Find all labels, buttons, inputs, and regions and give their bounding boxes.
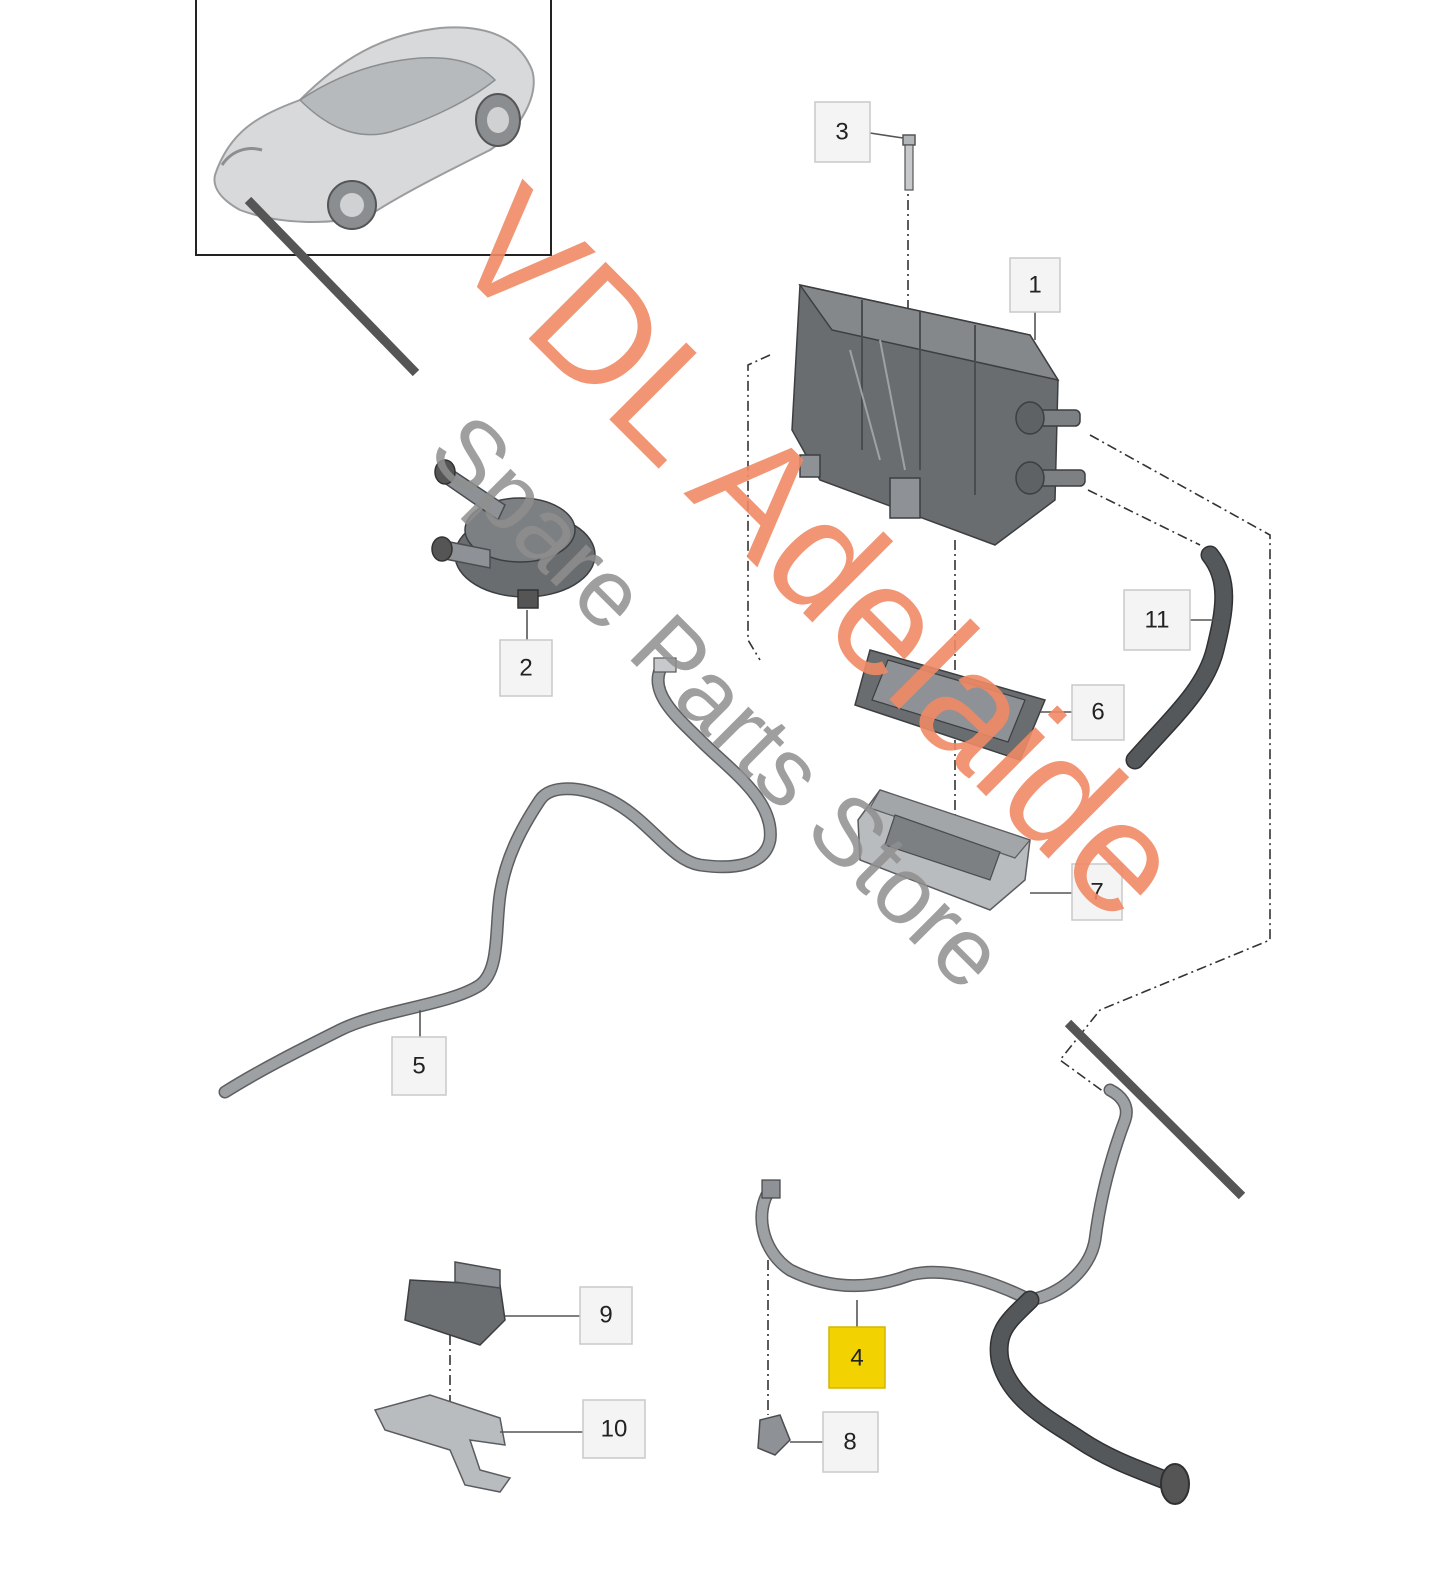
car-thumbnail-icon bbox=[213, 26, 535, 230]
callout-label: 9 bbox=[599, 1302, 612, 1329]
part-5-pipe[interactable] bbox=[218, 657, 777, 1099]
watermark-strike-bottom bbox=[1064, 1019, 1246, 1200]
watermark-strike-top bbox=[244, 196, 420, 377]
part-11-hose[interactable] bbox=[1125, 545, 1234, 770]
callout-7[interactable]: 7 bbox=[1071, 863, 1123, 921]
callout-label: 10 bbox=[601, 1416, 628, 1443]
callout-9[interactable]: 9 bbox=[579, 1286, 633, 1345]
callout-8[interactable]: 8 bbox=[822, 1411, 879, 1473]
part-9-control-unit[interactable] bbox=[404, 1261, 506, 1346]
part-10-mounting-bracket[interactable] bbox=[373, 1394, 512, 1493]
callout-10[interactable]: 10 bbox=[582, 1399, 646, 1459]
part-2-valve[interactable] bbox=[431, 459, 596, 609]
callout-11[interactable]: 11 bbox=[1123, 589, 1191, 651]
callout-label: 4 bbox=[850, 1345, 863, 1372]
part-6-seal[interactable] bbox=[854, 649, 1047, 761]
callout-6[interactable]: 6 bbox=[1071, 684, 1125, 741]
part-8-clip[interactable] bbox=[757, 1414, 791, 1456]
callouts: 1 2 3 4 5 6 7 8 bbox=[391, 101, 1191, 1473]
callout-label: 11 bbox=[1145, 607, 1170, 634]
callout-label: 8 bbox=[843, 1429, 856, 1456]
callout-1[interactable]: 1 bbox=[1009, 257, 1061, 313]
callout-label: 2 bbox=[519, 655, 532, 682]
callout-2[interactable]: 2 bbox=[499, 639, 553, 697]
callout-label: 7 bbox=[1090, 879, 1103, 906]
part-3-bolt[interactable] bbox=[902, 134, 916, 191]
part-1-carbon-canister[interactable] bbox=[791, 283, 1086, 546]
part-4-hose-assembly[interactable] bbox=[755, 1083, 1190, 1505]
leader-lines bbox=[419, 132, 1222, 1443]
callout-label: 3 bbox=[835, 119, 848, 146]
callout-4[interactable]: 4 bbox=[828, 1326, 886, 1389]
callout-label: 5 bbox=[412, 1053, 425, 1080]
callout-label: 6 bbox=[1091, 699, 1104, 726]
callout-3[interactable]: 3 bbox=[814, 101, 871, 163]
part-7-bracket[interactable] bbox=[857, 789, 1032, 911]
callout-5[interactable]: 5 bbox=[391, 1036, 447, 1096]
callout-label: 1 bbox=[1028, 272, 1041, 299]
